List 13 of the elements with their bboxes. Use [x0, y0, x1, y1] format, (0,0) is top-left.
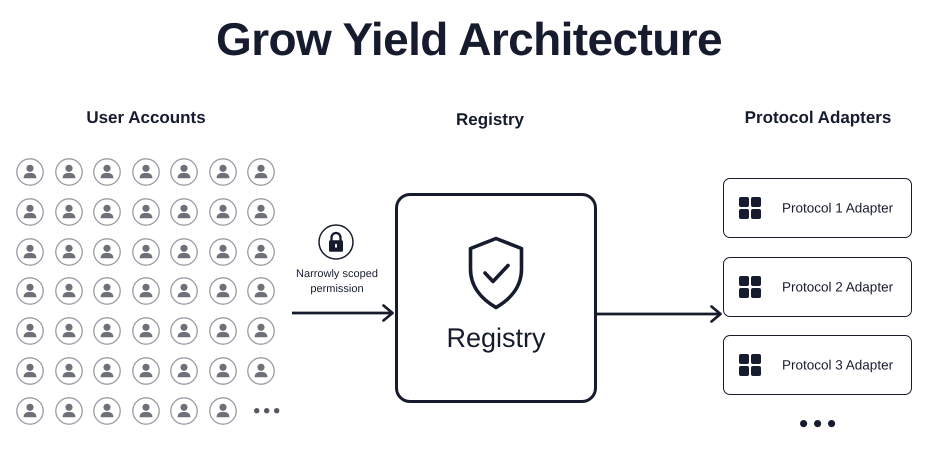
diagram-title: Grow Yield Architecture [216, 13, 722, 65]
arrow [292, 304, 394, 322]
node-label: Protocol 3 Adapter [782, 356, 894, 374]
node-label: Protocol 2 Adapter [782, 278, 894, 296]
node-label: Protocol 1 Adapter [782, 200, 894, 216]
adapter-box [723, 178, 912, 238]
adapter-box [723, 257, 912, 317]
arrow [597, 305, 722, 323]
adapter-box [723, 335, 912, 395]
column-heading: Registry [456, 110, 524, 130]
node-label: Registry [446, 322, 546, 354]
column-heading: User Accounts [86, 108, 206, 128]
column-heading: Protocol Adapters [744, 108, 892, 128]
